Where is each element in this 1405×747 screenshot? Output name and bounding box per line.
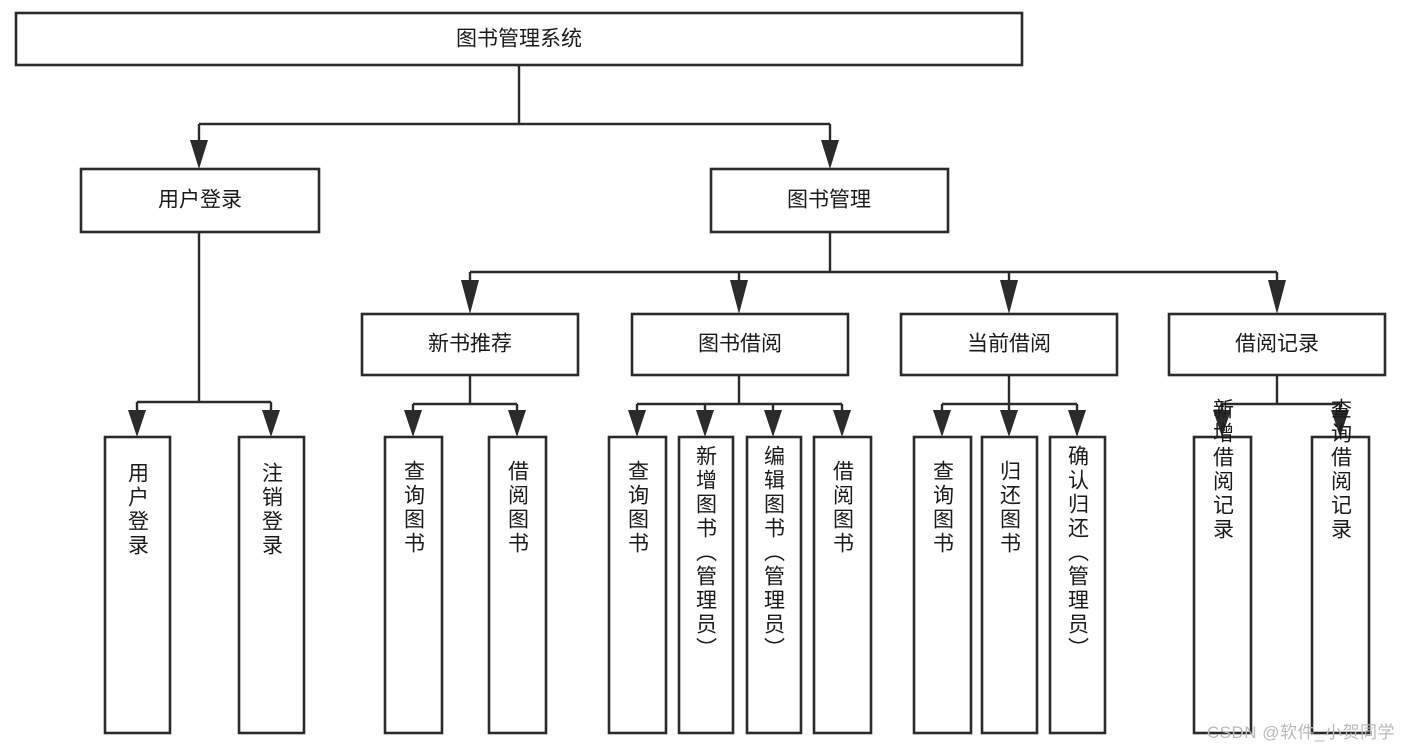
node-leaf-logout-login[interactable]: 注销登录 bbox=[237, 435, 306, 735]
node-book-borrow[interactable]: 图书借阅 bbox=[630, 312, 850, 377]
arrow-head-leaf-query-book-2 bbox=[628, 410, 646, 437]
node-leaf-query-book-2[interactable]: 查询图书 bbox=[607, 435, 668, 735]
node-new-book-recommend-label: 新书推荐 bbox=[428, 333, 512, 356]
arrow-head-new-book-recommend bbox=[461, 280, 479, 314]
node-book-borrow-label: 图书借阅 bbox=[698, 333, 782, 356]
arrow-head-book-borrow bbox=[730, 280, 748, 314]
arrow-head-leaf-borrow-book-2 bbox=[833, 410, 851, 437]
node-leaf-borrow-book-2-box[interactable] bbox=[812, 435, 873, 735]
node-leaf-return-book[interactable]: 归还图书 bbox=[980, 435, 1039, 735]
node-leaf-borrow-book-2-label: 借阅图书 bbox=[831, 460, 855, 556]
node-book-management-label: 图书管理 bbox=[787, 189, 871, 212]
node-book-management-box[interactable] bbox=[709, 167, 950, 234]
node-leaf-edit-book-box[interactable] bbox=[745, 435, 803, 735]
node-leaf-borrow-book-1-label: 借阅图书 bbox=[506, 460, 530, 556]
arrow-head-leaf-edit-book bbox=[764, 410, 782, 437]
node-leaf-query-book-2-label: 查询图书 bbox=[626, 460, 650, 556]
node-leaf-return-book-box[interactable] bbox=[980, 435, 1039, 735]
arrow-head-leaf-logout-login bbox=[262, 410, 280, 437]
node-new-book-recommend-box[interactable] bbox=[360, 312, 580, 377]
node-user-login[interactable]: 用户登录 bbox=[79, 167, 321, 234]
node-book-borrow-box[interactable] bbox=[630, 312, 850, 377]
node-book-management-system[interactable]: 图书管理系统 bbox=[14, 11, 1024, 67]
arrow-head-leaf-return-book bbox=[1000, 410, 1018, 437]
connectors bbox=[128, 65, 1349, 437]
node-leaf-logout-login-label: 注销登录 bbox=[260, 462, 284, 558]
arrow-head-leaf-user-login bbox=[128, 410, 146, 437]
node-leaf-query-book-1-box[interactable] bbox=[383, 435, 444, 735]
node-current-borrow-box[interactable] bbox=[899, 312, 1119, 377]
node-leaf-query-record[interactable]: 查询借阅记录 bbox=[1310, 398, 1371, 735]
arrow-head-current-borrow bbox=[1000, 280, 1018, 314]
node-current-borrow-label: 当前借阅 bbox=[967, 333, 1051, 356]
node-leaf-user-login[interactable]: 用户登录 bbox=[103, 435, 172, 735]
node-leaf-confirm-return-label: 确认归还（管理员） bbox=[1066, 445, 1090, 661]
node-leaf-logout-login-box[interactable] bbox=[237, 435, 306, 735]
node-leaf-query-book-1[interactable]: 查询图书 bbox=[383, 435, 444, 735]
node-leaf-add-record[interactable]: 新增借阅记录 bbox=[1192, 398, 1253, 735]
node-leaf-add-book-box[interactable] bbox=[677, 435, 735, 735]
node-book-management-system-label: 图书管理系统 bbox=[456, 28, 582, 51]
node-leaf-return-book-label: 归还图书 bbox=[998, 460, 1022, 556]
node-user-login-box[interactable] bbox=[79, 167, 321, 234]
arrow-head-leaf-confirm-return bbox=[1068, 410, 1086, 437]
node-new-book-recommend[interactable]: 新书推荐 bbox=[360, 312, 580, 377]
node-leaf-query-book-3-box[interactable] bbox=[912, 435, 973, 735]
arrow-head-leaf-add-record bbox=[1213, 410, 1231, 437]
node-leaf-add-book-label: 新增图书（管理员） bbox=[694, 445, 718, 661]
node-leaf-query-book-1-label: 查询图书 bbox=[402, 460, 426, 556]
node-leaf-add-record-label: 新增借阅记录 bbox=[1211, 398, 1235, 542]
csdn-watermark: CSDN @软件_小贺同学 bbox=[1206, 723, 1395, 742]
node-leaf-confirm-return-box[interactable] bbox=[1048, 435, 1107, 735]
node-leaf-edit-book-label: 编辑图书（管理员） bbox=[762, 445, 786, 661]
arrow-head-leaf-query-book-3 bbox=[933, 410, 951, 437]
node-leaf-user-login-label: 用户登录 bbox=[126, 462, 150, 558]
node-book-management[interactable]: 图书管理 bbox=[709, 167, 950, 234]
node-leaf-query-record-label: 查询借阅记录 bbox=[1329, 398, 1353, 542]
node-leaf-borrow-book-1-box[interactable] bbox=[487, 435, 548, 735]
node-user-login-label: 用户登录 bbox=[158, 189, 242, 212]
node-leaf-user-login-box[interactable] bbox=[103, 435, 172, 735]
node-leaf-confirm-return[interactable]: 确认归还（管理员） bbox=[1048, 435, 1107, 735]
node-leaf-query-record-box[interactable] bbox=[1310, 435, 1371, 735]
node-leaf-edit-book[interactable]: 编辑图书（管理员） bbox=[745, 435, 803, 735]
node-leaf-add-book[interactable]: 新增图书（管理员） bbox=[677, 435, 735, 735]
node-leaf-borrow-book-2[interactable]: 借阅图书 bbox=[812, 435, 873, 735]
arrow-head-borrow-record bbox=[1268, 280, 1286, 314]
arrow-head-user-login bbox=[190, 140, 208, 169]
node-leaf-query-book-3-label: 查询图书 bbox=[931, 460, 955, 556]
node-borrow-record-label: 借阅记录 bbox=[1235, 333, 1319, 356]
arrow-head-book-management bbox=[821, 140, 839, 169]
node-book-management-system-box[interactable] bbox=[14, 11, 1024, 67]
arrow-head-leaf-borrow-book-1 bbox=[508, 410, 526, 437]
node-leaf-add-record-box[interactable] bbox=[1192, 435, 1253, 735]
node-leaf-query-book-2-box[interactable] bbox=[607, 435, 668, 735]
node-borrow-record[interactable]: 借阅记录 bbox=[1167, 312, 1387, 377]
arrow-head-leaf-add-book bbox=[696, 410, 714, 437]
node-current-borrow[interactable]: 当前借阅 bbox=[899, 312, 1119, 377]
arrow-head-leaf-query-record bbox=[1331, 410, 1349, 437]
node-leaf-query-book-3[interactable]: 查询图书 bbox=[912, 435, 973, 735]
arrow-head-leaf-query-book-1 bbox=[404, 410, 422, 437]
node-leaf-borrow-book-1[interactable]: 借阅图书 bbox=[487, 435, 548, 735]
node-borrow-record-box[interactable] bbox=[1167, 312, 1387, 377]
